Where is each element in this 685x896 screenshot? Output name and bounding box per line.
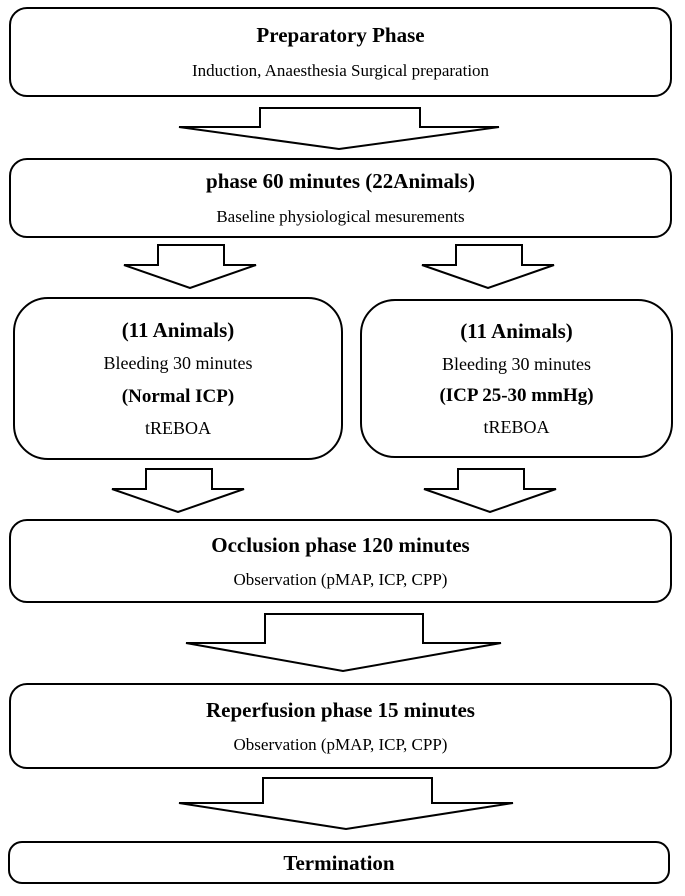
box-line: Bleeding 30 minutes [442, 353, 591, 374]
down-arrow-icon [178, 777, 514, 830]
flow-box-preparatory-phase: Preparatory Phase Induction, Anaesthesia… [9, 7, 672, 97]
down-arrow-icon [123, 244, 257, 289]
box-title: Preparatory Phase [256, 23, 425, 47]
flow-box-normal-icp-group: (11 Animals) Bleeding 30 minutes (Normal… [13, 297, 343, 460]
box-subtitle: Observation (pMAP, ICP, CPP) [233, 569, 448, 589]
box-subtitle: Observation (pMAP, ICP, CPP) [233, 734, 448, 754]
down-arrow-icon [178, 107, 500, 150]
down-arrow-icon [421, 244, 555, 289]
box-line: (ICP 25-30 mmHg) [439, 385, 594, 407]
flow-box-termination: Termination [8, 841, 670, 884]
flow-box-reperfusion-phase: Reperfusion phase 15 minutes Observation… [9, 683, 672, 769]
box-line: tREBOA [144, 417, 211, 438]
box-subtitle: Baseline physiological mesurements [216, 207, 465, 226]
flow-box-baseline-phase: phase 60 minutes (22Animals) Baseline ph… [9, 158, 672, 238]
flow-box-occlusion-phase: Occlusion phase 120 minutes Observation … [9, 519, 672, 603]
box-title: (11 Animals) [460, 319, 573, 344]
box-line: tREBOA [483, 416, 550, 437]
box-title: Termination [283, 850, 395, 875]
flow-box-raised-icp-group: (11 Animals) Bleeding 30 minutes (ICP 25… [360, 299, 673, 458]
box-line: Bleeding 30 minutes [103, 353, 253, 374]
box-line: (Normal ICP) [121, 385, 235, 407]
box-title: Reperfusion phase 15 minutes [206, 697, 475, 722]
box-title: (11 Animals) [121, 318, 235, 343]
box-title: Occlusion phase 120 minutes [211, 532, 470, 557]
down-arrow-icon [185, 613, 502, 672]
down-arrow-icon [111, 468, 245, 513]
down-arrow-icon [423, 468, 557, 513]
box-title: phase 60 minutes (22Animals) [206, 169, 475, 193]
box-subtitle: Induction, Anaesthesia Surgical preparat… [191, 61, 490, 80]
